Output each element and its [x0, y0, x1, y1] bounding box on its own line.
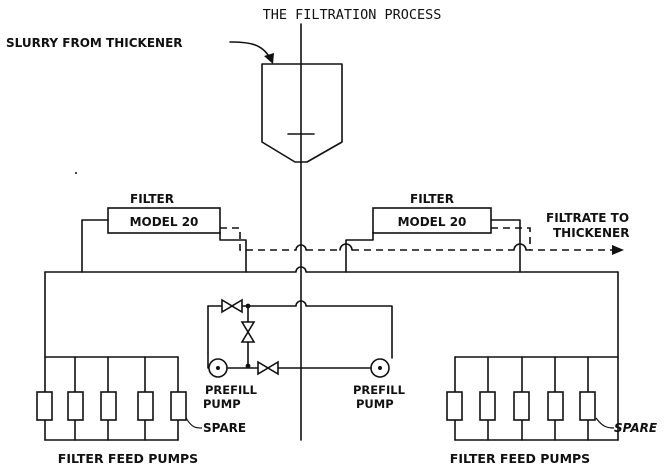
filter-right-model: MODEL 20 [398, 215, 467, 229]
filter-left-model: MODEL 20 [130, 215, 199, 229]
pump [479, 391, 496, 421]
filter-right-feed-inner [490, 219, 521, 273]
valve [221, 298, 243, 314]
filter-feed-pumps-right [446, 356, 619, 441]
pump [67, 391, 84, 421]
prefill-pump-right-label-2: PUMP [356, 397, 394, 411]
pump [547, 391, 564, 421]
spare-left-pointer [185, 417, 203, 429]
valve [240, 321, 256, 343]
pump [36, 391, 53, 421]
feed-pumps-right-label: FILTER FEED PUMPS [450, 451, 590, 466]
slurry-label: SLURRY FROM THICKENER [6, 36, 183, 50]
filtrate-label-line1: FILTRATE TO [546, 211, 629, 225]
spare-left-label: SPARE [203, 421, 246, 435]
spare-pump [579, 391, 596, 421]
crossover-hump [339, 243, 353, 251]
pump [446, 391, 463, 421]
prefill-pump-right-label-1: PREFILL [353, 383, 406, 397]
spare-right-label: SPARE [614, 421, 658, 435]
pump [513, 391, 530, 421]
filtrate-return-left [220, 227, 296, 251]
diagram-title: THE FILTRATION PROCESS [263, 7, 442, 23]
filtrate-label-line2: THICKENER [553, 226, 629, 240]
prefill-circuit [207, 300, 393, 369]
main-header-pipe [44, 266, 619, 273]
filter-right-feed-outer [345, 231, 374, 273]
valve [257, 360, 279, 376]
filter-left-feed-inner [219, 231, 247, 273]
prefill-pump-left-label-2: PUMP [203, 397, 241, 411]
filtrate-return-right [491, 227, 531, 250]
spare-pump [170, 391, 187, 421]
feed-pumps-left-label: FILTER FEED PUMPS [58, 451, 198, 466]
crossover-hump [513, 243, 527, 251]
pump [137, 391, 154, 421]
filter-feed-pumps-left [36, 356, 187, 441]
pump [100, 391, 117, 421]
spare-right-pointer [595, 417, 615, 429]
prefill-pump-left-label-1: PREFILL [205, 383, 258, 397]
filter-left-feed-outer [81, 219, 109, 273]
slurry-arrowhead [264, 53, 274, 64]
slurry-arrow [229, 41, 271, 59]
filter-left-label: FILTER [130, 192, 174, 206]
filtrate-arrowhead [612, 245, 624, 255]
crossover-hump [295, 244, 307, 251]
filter-right-label: FILTER [410, 192, 454, 206]
thickener-tank [261, 63, 343, 163]
